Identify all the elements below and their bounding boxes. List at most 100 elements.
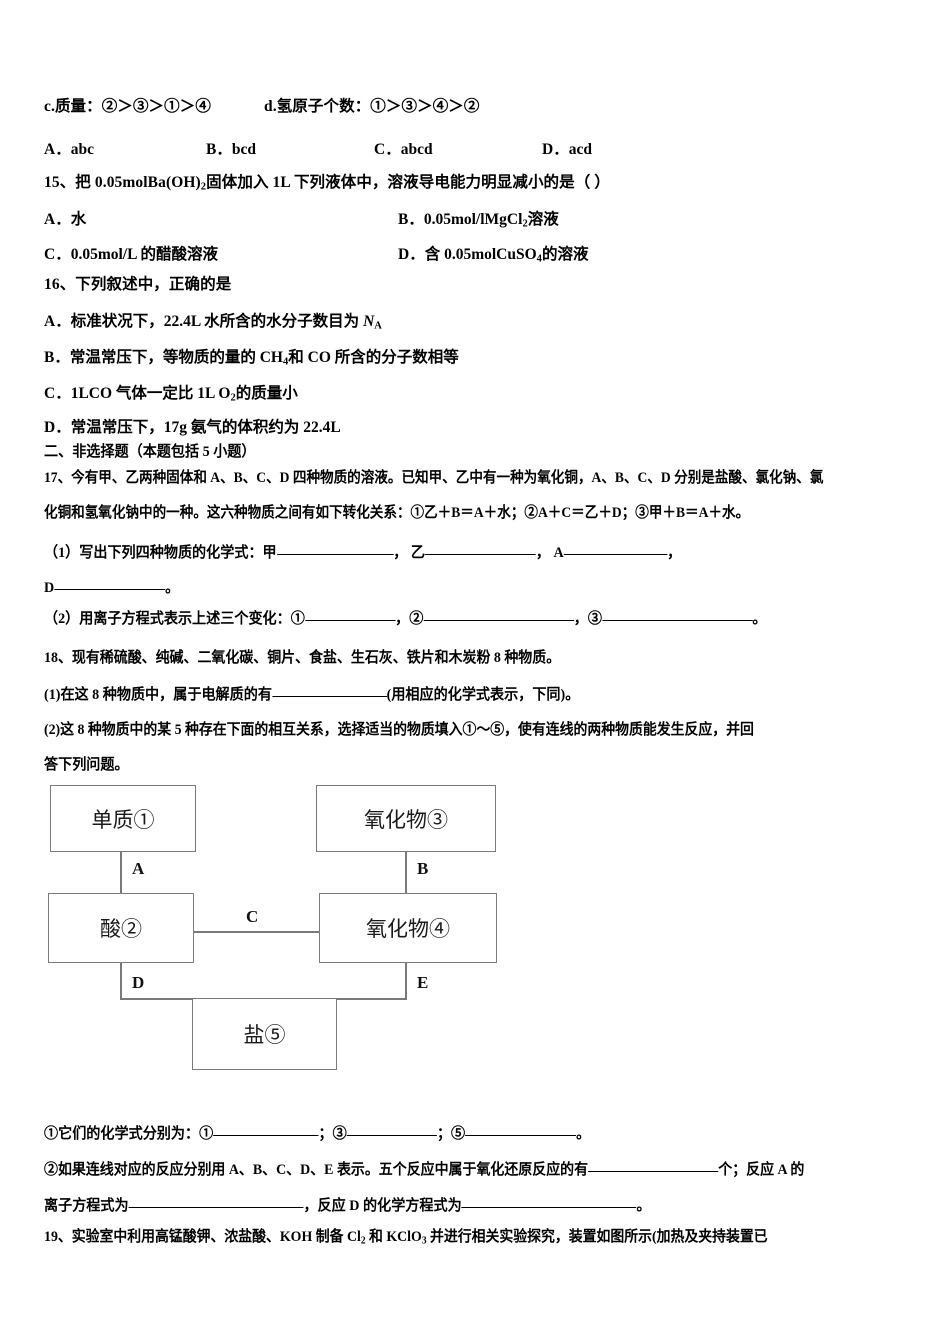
q17-blank-eq3[interactable]: [601, 608, 753, 621]
connector-label-D: D: [132, 973, 145, 992]
q18-line1: 18、现有稀硫酸、纯碱、二氧化碳、铜片、食盐、生石灰、铁片和木炭粉 8 种物质。: [44, 650, 561, 666]
diagram-box-salt-5[interactable]: 盐⑤: [192, 998, 337, 1070]
q18-after-l1-sep-a: ；③: [318, 1126, 347, 1142]
q18-blank-formula-5[interactable]: [465, 1123, 577, 1136]
q18-sub2-line2: 答下列问题。: [44, 757, 129, 773]
q15-option-d-label: D．: [398, 246, 425, 263]
q18-after-l1-end: 。: [576, 1126, 591, 1142]
q18-after-l3-end: 。: [636, 1198, 651, 1214]
connector-line-D-horizontal: [120, 998, 194, 1000]
q17-part1-end: 。: [165, 580, 180, 596]
q16-option-b-post: 和 CO 所含的分子数相等: [288, 349, 459, 366]
q17-blank-A[interactable]: [563, 542, 668, 555]
connector-label-A: A: [132, 859, 145, 878]
q15-option-d-sub: 4: [536, 253, 542, 265]
connector-line-E-vertical: [405, 962, 407, 1000]
q19-line1-mid: 和 KClO: [365, 1229, 422, 1245]
q18-after-l3-prefix: 离子方程式为: [44, 1198, 129, 1214]
connector-line-C: [192, 931, 321, 933]
q15-option-a[interactable]: A．水: [44, 207, 86, 229]
q18-after-l2-prefix: ②如果连线对应的反应分别用 A、B、C、D、E 表示。五个反应中属于氧化还原反应…: [44, 1162, 589, 1178]
q18-after-l1-prefix: ①它们的化学式分别为：①: [44, 1126, 214, 1142]
q16-option-d[interactable]: D．常温常压下，17g 氨气的体积约为 22.4L: [44, 415, 341, 438]
q14-option-a-text: abc: [70, 141, 94, 158]
connector-label-E: E: [417, 973, 429, 992]
q18-after-l3-mid: ，反应 D 的化学方程式为: [303, 1198, 462, 1214]
q16-option-b-label: B．: [44, 349, 70, 366]
q18-blank-chem-eq-D[interactable]: [461, 1195, 637, 1208]
q18-blank-ionic-eq-A[interactable]: [128, 1195, 304, 1208]
q14-option-d[interactable]: D．acd: [542, 137, 592, 159]
q15-stem-mid: 固体加入 1L 下列液体中，溶液导电能力明显减小的是（ ）: [206, 174, 610, 191]
q18-sub1: (1)在这 8 种物质中，属于电解质的有 (用相应的化学式表示，下同)。: [44, 683, 579, 704]
diagram-box-oxide-3-label: 氧化物③: [364, 807, 448, 832]
q18-blank-electrolytes[interactable]: [271, 684, 387, 697]
q17-part2-sep-a: ，②: [395, 611, 424, 627]
connector-label-B: B: [417, 859, 429, 878]
q18-after-l1-sep-b: ；⑤: [436, 1126, 466, 1142]
q19-line1: 19、实验室中利用高锰酸钾、浓盐酸、KOH 制备 Cl2 和 KClO3 并进行…: [44, 1225, 768, 1247]
q16-option-b-pre: 常温常压下，等物质的量的 CH: [69, 349, 283, 366]
q18-after-l2-post: 个；反应 A 的: [718, 1162, 805, 1178]
q18-blank-formula-3[interactable]: [346, 1123, 437, 1136]
q16-option-c-pre: 1LCO 气体一定比 1L O: [70, 385, 231, 402]
q15-option-d[interactable]: D．含 0.05molCuSO4的溶液: [398, 242, 588, 265]
diagram-box-acid-2[interactable]: 酸②: [48, 893, 194, 963]
q18-sub2-line1: (2)这 8 种物质中的某 5 种存在下面的相互关系，选择适当的物质填入①～⑤，…: [44, 722, 754, 738]
q18-blank-formula-1[interactable]: [213, 1123, 319, 1136]
q16-option-a-italic: N: [363, 313, 375, 330]
q17-part2-sep-b: ，③: [573, 611, 602, 627]
q17-blank-D[interactable]: [54, 577, 166, 590]
q14-item-c: c.质量：②＞③＞①＞④: [44, 98, 211, 115]
diagram-box-oxide-3[interactable]: 氧化物③: [316, 785, 496, 852]
q16-option-c[interactable]: C．1LCO 气体一定比 1L O2的质量小: [44, 381, 298, 404]
q15-option-b[interactable]: B．0.05mol/lMgCl2溶液: [398, 207, 559, 230]
substance-relationship-diagram: 单质① 氧化物③ 酸② 氧化物④ 盐⑤ A B C D E: [40, 780, 520, 1090]
diagram-box-element-1[interactable]: 单质①: [50, 785, 196, 852]
q17-blank-jia[interactable]: [276, 542, 394, 555]
diagram-box-oxide-4[interactable]: 氧化物④: [319, 893, 497, 963]
q17-part1-sep-c: ，: [667, 545, 682, 561]
q16-option-a[interactable]: A．标准状况下，22.4L 水所含的水分子数目为 NA: [44, 309, 382, 332]
q15-option-a-text: 水: [70, 211, 87, 228]
q14-item-d: d.氢原子个数：①＞③＞④＞②: [264, 98, 480, 115]
q15-stem-sub: 2: [200, 181, 207, 193]
q18-after-line3: 离子方程式为 ，反应 D 的化学方程式为 。: [44, 1194, 651, 1215]
q16-stem: 16、下列叙述中，正确的是: [44, 276, 232, 293]
q16-option-b-sub: 4: [282, 356, 289, 368]
connector-line-D-vertical: [120, 962, 122, 1000]
q19-line1-sub1: 2: [360, 1235, 366, 1247]
q16-option-c-sub: 2: [230, 392, 236, 404]
q18-sub1-post: (用相应的化学式表示，下同)。: [386, 687, 580, 703]
q17-blank-eq2[interactable]: [423, 608, 574, 621]
diagram-box-element-1-label: 单质①: [91, 807, 155, 832]
q17-part2-end: 。: [752, 611, 767, 627]
q15-option-b-pre: 0.05mol/lMgCl: [423, 211, 523, 228]
diagram-box-oxide-4-label: 氧化物④: [366, 917, 450, 941]
q14-option-c[interactable]: C．abcd: [374, 137, 433, 159]
q15-option-d-pre: 含 0.05molCuSO: [424, 246, 537, 263]
q17-part1-prefix: （1）写出下列四种物质的化学式：甲: [44, 545, 277, 561]
q16-option-b[interactable]: B．常温常压下，等物质的量的 CH4和 CO 所含的分子数相等: [44, 345, 459, 368]
q17-part1-line2: D。: [44, 576, 179, 597]
q15-option-b-post: 溶液: [527, 211, 559, 228]
q18-sub1-prefix: (1)在这 8 种物质中，属于电解质的有: [44, 687, 272, 703]
q15-option-d-post: 的溶液: [541, 246, 589, 263]
q18-after-line2: ②如果连线对应的反应分别用 A、B、C、D、E 表示。五个反应中属于氧化还原反应…: [44, 1158, 804, 1179]
q17-part1-sep-b: ， A: [535, 545, 564, 561]
q14-option-c-text: abcd: [400, 141, 433, 158]
q18-blank-redox-count[interactable]: [588, 1159, 719, 1172]
q17-blank-yi[interactable]: [424, 542, 536, 555]
q14-option-b[interactable]: B．bcd: [206, 137, 256, 159]
q15-stem: 15、把 0.05molBa(OH)2固体加入 1L 下列液体中，溶液导电能力明…: [44, 173, 610, 198]
q14-option-b-label: B．: [206, 141, 232, 158]
q15-option-c[interactable]: C．0.05mol/L 的醋酸溶液: [44, 242, 218, 264]
q17-part1-line1: （1）写出下列四种物质的化学式：甲， 乙， A，: [44, 541, 681, 562]
q14-option-a[interactable]: A．abc: [44, 137, 94, 159]
q15-stem-prefix: 15、把 0.05molBa(OH): [44, 174, 201, 191]
q15-option-c-text: 0.05mol/L 的醋酸溶液: [70, 246, 218, 263]
q17-blank-eq1[interactable]: [304, 608, 396, 621]
q15-option-c-label: C．: [44, 246, 71, 263]
connector-line-A: [120, 850, 122, 895]
